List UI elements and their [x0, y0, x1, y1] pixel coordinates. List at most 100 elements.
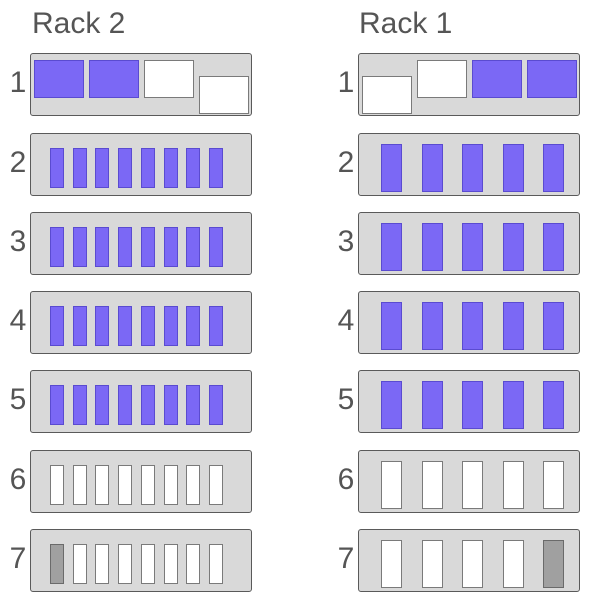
- rack-row-6: 6: [328, 450, 588, 514]
- slot-filled[interactable]: [186, 148, 201, 188]
- slot-filled[interactable]: [462, 302, 483, 350]
- slot-empty[interactable]: [95, 544, 110, 584]
- slot-empty[interactable]: [502, 540, 524, 588]
- slot-filled[interactable]: [502, 381, 524, 429]
- slot-filled[interactable]: [72, 385, 87, 425]
- slot-filled[interactable]: [208, 306, 223, 346]
- slot-filled[interactable]: [186, 227, 201, 267]
- slot-gray[interactable]: [50, 544, 64, 584]
- slot-filled[interactable]: [543, 223, 564, 271]
- slot-filled[interactable]: [421, 302, 443, 350]
- slot-filled[interactable]: [118, 306, 133, 346]
- slot-empty[interactable]: [421, 461, 443, 509]
- slot-filled[interactable]: [50, 385, 64, 425]
- slot-filled[interactable]: [381, 223, 402, 271]
- slot-filled[interactable]: [140, 148, 155, 188]
- slot-filled[interactable]: [95, 385, 110, 425]
- slot-filled[interactable]: [95, 148, 110, 188]
- slot-empty[interactable]: [417, 60, 467, 98]
- slot-empty[interactable]: [72, 465, 87, 505]
- slot-empty[interactable]: [502, 461, 524, 509]
- slot-filled[interactable]: [543, 381, 564, 429]
- slot-filled[interactable]: [140, 227, 155, 267]
- slot-filled[interactable]: [381, 144, 402, 192]
- slot-empty[interactable]: [144, 60, 194, 98]
- slot-empty[interactable]: [543, 461, 564, 509]
- slot-filled[interactable]: [208, 385, 223, 425]
- slot-empty[interactable]: [362, 76, 412, 114]
- slot-empty[interactable]: [381, 540, 402, 588]
- row-label: 5: [337, 383, 355, 416]
- slot-filled[interactable]: [421, 223, 443, 271]
- slot-filled[interactable]: [462, 223, 483, 271]
- slot-empty[interactable]: [95, 465, 110, 505]
- slot-empty[interactable]: [118, 544, 133, 584]
- slot-empty[interactable]: [140, 544, 155, 584]
- rack-row-1: 1: [328, 53, 588, 117]
- tray: [30, 291, 252, 354]
- slot-filled[interactable]: [208, 148, 223, 188]
- slot-empty[interactable]: [208, 544, 223, 584]
- slot-filled[interactable]: [50, 306, 64, 346]
- slot-filled[interactable]: [50, 148, 64, 188]
- slot-empty[interactable]: [163, 544, 178, 584]
- slot-filled[interactable]: [381, 302, 402, 350]
- slot-empty[interactable]: [72, 544, 87, 584]
- slot-filled[interactable]: [163, 306, 178, 346]
- slot-empty[interactable]: [50, 465, 64, 505]
- slot-filled[interactable]: [89, 60, 139, 98]
- slot-filled[interactable]: [502, 302, 524, 350]
- slot-filled[interactable]: [502, 144, 524, 192]
- slot-filled[interactable]: [72, 148, 87, 188]
- slot-filled[interactable]: [140, 385, 155, 425]
- row-label: 3: [9, 225, 27, 258]
- slot-filled[interactable]: [118, 148, 133, 188]
- slot-filled[interactable]: [462, 381, 483, 429]
- slot-empty[interactable]: [208, 465, 223, 505]
- slot-filled[interactable]: [72, 227, 87, 267]
- rack-row-5: 5: [0, 370, 260, 434]
- slot-filled[interactable]: [502, 223, 524, 271]
- slot-empty[interactable]: [421, 540, 443, 588]
- slot-filled[interactable]: [543, 144, 564, 192]
- slot-filled[interactable]: [186, 306, 201, 346]
- slot-filled[interactable]: [72, 306, 87, 346]
- rack-row-1: 1: [0, 53, 260, 117]
- slot-filled[interactable]: [118, 227, 133, 267]
- slot-empty[interactable]: [118, 465, 133, 505]
- slot-filled[interactable]: [163, 227, 178, 267]
- row-label: 2: [337, 146, 355, 179]
- slot-gray[interactable]: [543, 540, 564, 588]
- slot-filled[interactable]: [381, 381, 402, 429]
- slot-filled[interactable]: [543, 302, 564, 350]
- rack-row-7: 7: [0, 529, 260, 593]
- slot-empty[interactable]: [462, 540, 483, 588]
- row-label: 1: [9, 66, 27, 99]
- slot-filled[interactable]: [163, 148, 178, 188]
- tray: [358, 53, 580, 116]
- slot-empty[interactable]: [462, 461, 483, 509]
- slot-filled[interactable]: [140, 306, 155, 346]
- slot-filled[interactable]: [421, 144, 443, 192]
- slot-filled[interactable]: [50, 227, 64, 267]
- slot-filled[interactable]: [163, 385, 178, 425]
- slot-empty[interactable]: [199, 76, 249, 114]
- slot-filled[interactable]: [34, 60, 84, 98]
- slot-filled[interactable]: [421, 381, 443, 429]
- slot-filled[interactable]: [527, 60, 577, 98]
- slot-filled[interactable]: [118, 385, 133, 425]
- slot-filled[interactable]: [186, 385, 201, 425]
- slot-empty[interactable]: [140, 465, 155, 505]
- rack-title: Rack 2: [32, 7, 126, 40]
- rack-row-5: 5: [328, 370, 588, 434]
- rack-title: Rack 1: [359, 7, 453, 40]
- slot-filled[interactable]: [462, 144, 483, 192]
- slot-empty[interactable]: [163, 465, 178, 505]
- slot-empty[interactable]: [381, 461, 402, 509]
- slot-filled[interactable]: [95, 227, 110, 267]
- slot-empty[interactable]: [186, 544, 201, 584]
- slot-empty[interactable]: [186, 465, 201, 505]
- slot-filled[interactable]: [208, 227, 223, 267]
- slot-filled[interactable]: [95, 306, 110, 346]
- slot-filled[interactable]: [472, 60, 522, 98]
